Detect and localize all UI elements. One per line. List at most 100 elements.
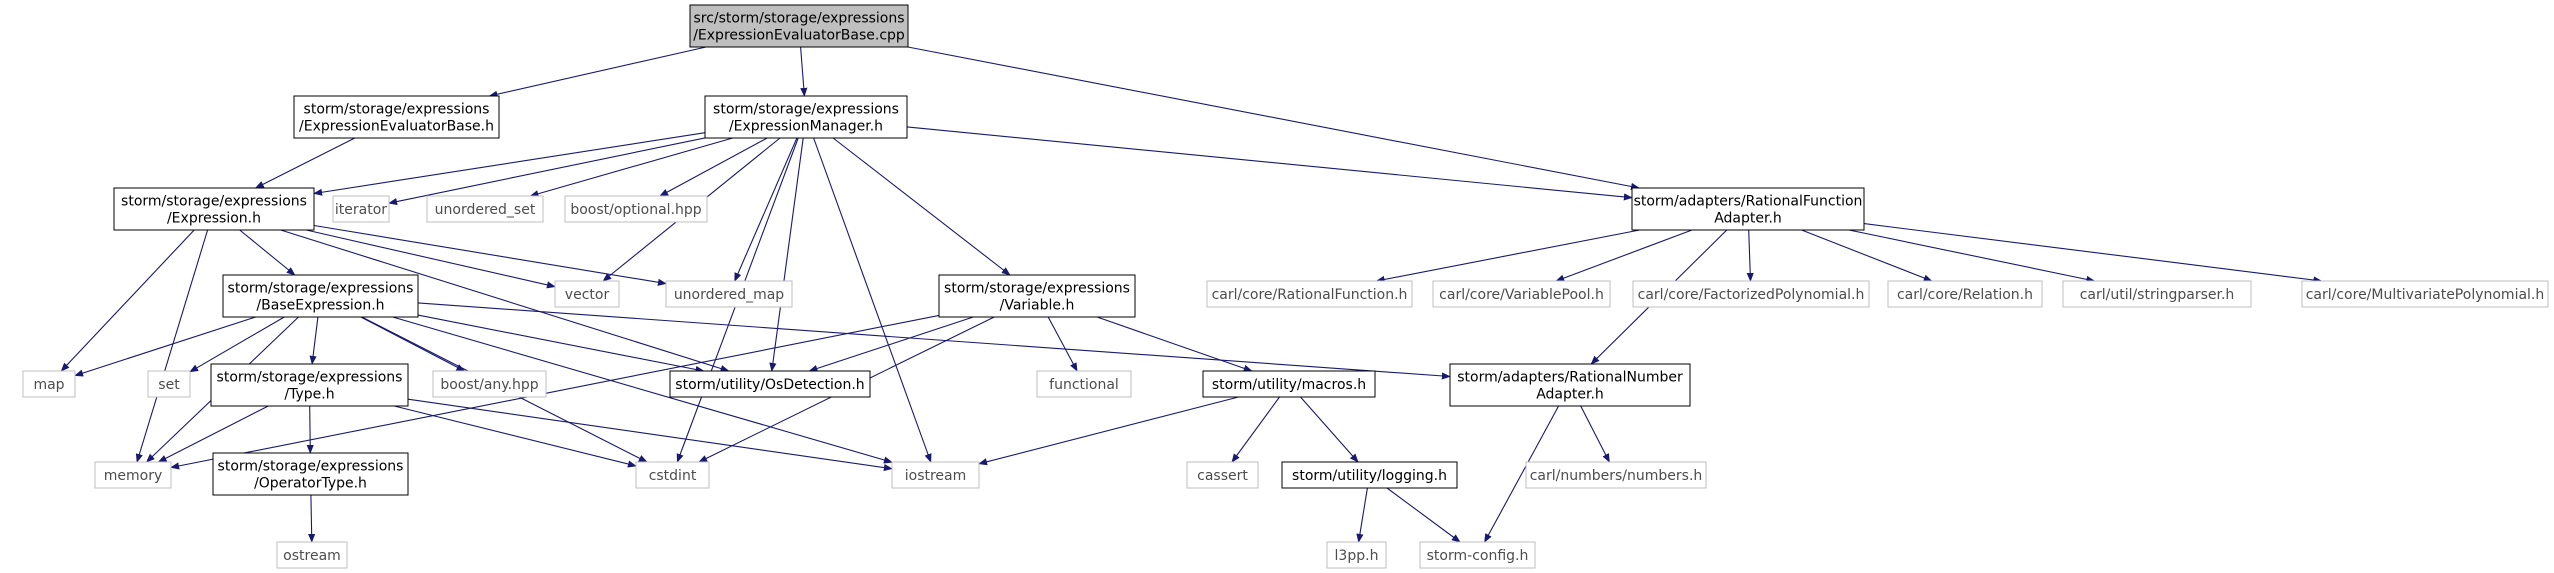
node-label: functional [1049, 377, 1119, 393]
node-box[interactable] [293, 95, 500, 139]
node-carl_vp[interactable]: carl/core/VariablePool.h [1432, 280, 1611, 308]
node-box[interactable] [1419, 541, 1536, 569]
edge-baseexpr_h-to-map [74, 316, 256, 377]
node-root[interactable]: src/storm/storage/expressions/Expression… [689, 4, 909, 48]
edge-expr_h-to-vector [306, 229, 556, 289]
node-eeb_h[interactable]: storm/storage/expressions/ExpressionEval… [293, 95, 500, 139]
node-label: unordered_set [435, 202, 536, 218]
node-label: storm/adapters/RationalNumber [1457, 370, 1683, 386]
node-box[interactable] [1525, 461, 1707, 489]
node-label: storm/storage/expressions [121, 194, 307, 210]
node-carl_sp[interactable]: carl/util/stringparser.h [2062, 280, 2252, 308]
node-storm_config[interactable]: storm-config.h [1419, 541, 1536, 569]
node-label: storm/storage/expressions [218, 459, 404, 475]
edge-expr_h-to-baseexpr_h [239, 229, 296, 276]
node-box[interactable] [147, 370, 191, 398]
node-box[interactable] [332, 195, 390, 223]
node-box[interactable] [689, 4, 909, 48]
node-baseexpr_h[interactable]: storm/storage/expressions/BaseExpression… [222, 274, 419, 318]
node-type_h[interactable]: storm/storage/expressions/Type.h [210, 363, 409, 407]
edge-baseexpr_h-to-osdet_h [417, 314, 705, 373]
node-box[interactable] [210, 363, 409, 407]
node-box[interactable] [1631, 187, 1865, 231]
node-box[interactable] [669, 370, 871, 398]
node-cstdint[interactable]: cstdint [635, 461, 710, 489]
node-carl_nn[interactable]: carl/numbers/numbers.h [1525, 461, 1707, 489]
node-box[interactable] [222, 274, 419, 318]
node-carl_mp[interactable]: carl/core/MultivariatePolynomial.h [2301, 280, 2549, 308]
node-em_h[interactable]: storm/storage/expressions/ExpressionMana… [704, 95, 908, 139]
node-box[interactable] [564, 195, 708, 223]
edge-type_h-to-cstdint [394, 405, 637, 468]
node-vector[interactable]: vector [554, 280, 620, 308]
node-carl_rel[interactable]: carl/core/Relation.h [1887, 280, 2043, 308]
node-label: iterator [335, 202, 387, 218]
edge-var_h-to-memory [170, 314, 940, 470]
node-box[interactable] [1206, 280, 1413, 308]
edge-type_h-to-iostream [407, 398, 893, 472]
node-functional[interactable]: functional [1036, 370, 1132, 398]
node-l3pp[interactable]: l3pp.h [1326, 541, 1387, 569]
node-box[interactable] [1326, 541, 1387, 569]
edge-macros_h-to-cassert [1231, 396, 1280, 463]
node-iterator[interactable]: iterator [332, 195, 390, 223]
node-var_h[interactable]: storm/storage/expressions/Variable.h [938, 274, 1136, 318]
node-expr_h[interactable]: storm/storage/expressions/Expression.h [113, 187, 315, 231]
node-box[interactable] [276, 541, 348, 569]
node-box[interactable] [1036, 370, 1132, 398]
node-box[interactable] [2301, 280, 2549, 308]
node-label: /BaseExpression.h [256, 298, 384, 314]
node-box[interactable] [2062, 280, 2252, 308]
edge-var_h-to-macros_h [1096, 316, 1253, 372]
node-macros_h[interactable]: storm/utility/macros.h [1202, 370, 1376, 398]
node-box[interactable] [432, 370, 547, 398]
node-box[interactable] [665, 280, 793, 308]
node-box[interactable] [22, 370, 76, 398]
node-unordered_map[interactable]: unordered_map [665, 280, 793, 308]
node-label: storm/storage/expressions [944, 281, 1130, 297]
node-box[interactable] [94, 461, 172, 489]
edge-em_h-to-boost_optional [659, 137, 768, 197]
node-boost_any[interactable]: boost/any.hpp [432, 370, 547, 398]
node-cassert[interactable]: cassert [1186, 461, 1259, 489]
node-box[interactable] [426, 195, 544, 223]
node-unordered_set[interactable]: unordered_set [426, 195, 544, 223]
edge-rfa_h-to-carl_mp [1863, 223, 2323, 284]
node-box[interactable] [1202, 370, 1376, 398]
node-box[interactable] [1281, 461, 1458, 489]
node-box[interactable] [635, 461, 710, 489]
node-boost_optional[interactable]: boost/optional.hpp [564, 195, 708, 223]
node-box[interactable] [554, 280, 620, 308]
node-box[interactable] [113, 187, 315, 231]
node-optype_h[interactable]: storm/storage/expressions/OperatorType.h [212, 452, 409, 496]
node-label: boost/optional.hpp [570, 202, 701, 218]
node-carl_rf[interactable]: carl/core/RationalFunction.h [1206, 280, 1413, 308]
node-box[interactable] [891, 461, 980, 489]
node-box[interactable] [212, 452, 409, 496]
node-memory[interactable]: memory [94, 461, 172, 489]
node-osdet_h[interactable]: storm/utility/OsDetection.h [669, 370, 871, 398]
node-box[interactable] [938, 274, 1136, 318]
node-label: storm/storage/expressions [713, 102, 899, 118]
edge-var_h-to-osdet_h [808, 316, 974, 372]
node-logging_h[interactable]: storm/utility/logging.h [1281, 461, 1458, 489]
node-box[interactable] [1887, 280, 2043, 308]
node-label: cstdint [649, 468, 697, 484]
node-label: storm/storage/expressions [217, 370, 403, 386]
edge-expr_h-to-memory [135, 229, 209, 463]
node-iostream[interactable]: iostream [891, 461, 980, 489]
node-set[interactable]: set [147, 370, 191, 398]
node-ostream[interactable]: ostream [276, 541, 348, 569]
node-box[interactable] [1186, 461, 1259, 489]
node-label: carl/core/RationalFunction.h [1212, 287, 1408, 303]
node-box[interactable] [1632, 280, 1870, 308]
node-box[interactable] [704, 95, 908, 139]
node-box[interactable] [1432, 280, 1611, 308]
node-carl_fp[interactable]: carl/core/FactorizedPolynomial.h [1632, 280, 1870, 308]
node-map[interactable]: map [22, 370, 76, 398]
node-box[interactable] [1449, 363, 1691, 407]
edge-type_h-to-memory [157, 405, 269, 463]
edge-rfa_h-to-carl_vp [1555, 229, 1693, 282]
